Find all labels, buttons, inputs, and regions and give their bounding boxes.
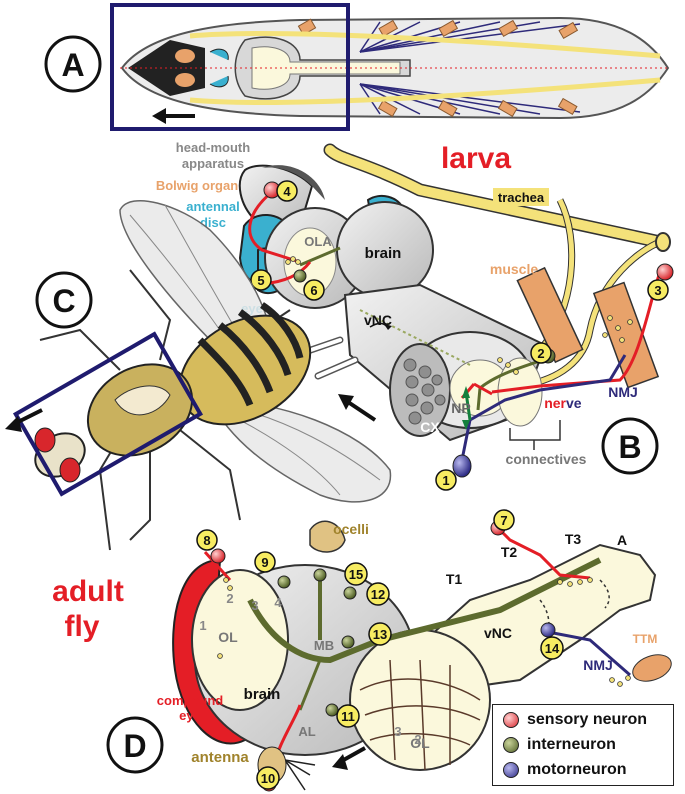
badge-7: 7 — [500, 513, 507, 528]
label-nmj-larva: NMJ — [608, 384, 638, 400]
label-layer-4: 4 — [274, 595, 282, 610]
larva-muscle-2 — [592, 281, 660, 389]
badge-12: 12 — [371, 587, 385, 602]
label-ol-left: OL — [218, 629, 238, 645]
label-trachea: trachea — [498, 190, 545, 205]
larva-muscles — [297, 18, 579, 118]
adult-title-2: fly — [64, 610, 99, 643]
label-apparatus: apparatus — [182, 156, 244, 171]
adult-number-badges: 7 8 9 10 11 12 13 14 15 — [196, 509, 564, 790]
label-ola: OLA — [304, 234, 332, 249]
legend-swatch-sensory — [503, 712, 519, 728]
label-compound-eye: eye — [179, 708, 201, 723]
trachea-label-bg — [493, 188, 549, 206]
label-muscle: muscle — [490, 261, 538, 277]
panel-d-letter: D — [123, 728, 146, 764]
badge-11: 11 — [341, 709, 355, 724]
label-antennal: antennal — [186, 199, 239, 214]
badge-10: 10 — [261, 771, 275, 786]
label-t2: T2 — [501, 544, 518, 560]
larva-number-badges: 1 2 3 4 5 6 — [250, 180, 669, 491]
legend-item-sensory: sensory neuron — [503, 709, 647, 731]
label-nmj-adult: NMJ — [583, 657, 613, 673]
label-layer-1: 1 — [199, 618, 206, 633]
label-vnc-adult: vNC — [484, 625, 512, 641]
label-brain-adult: brain — [244, 686, 281, 703]
panel-a-letter: A — [61, 47, 84, 83]
label-layer-3: 3 — [251, 598, 258, 613]
neuron-type-legend: sensory neuron interneuron motorneuron — [492, 704, 674, 786]
badge-1: 1 — [442, 473, 449, 488]
panel-c-adult-fly: C — [5, 200, 392, 551]
label-mb: MB — [314, 638, 334, 653]
label-t1: T1 — [446, 571, 463, 587]
legend-item-motorneuron: motorneuron — [503, 759, 627, 781]
label-nerve-b: ve — [566, 395, 582, 411]
badge-14: 14 — [545, 641, 560, 656]
badge-8: 8 — [203, 533, 210, 548]
label-brain-larva: brain — [365, 245, 402, 262]
legend-swatch-interneuron — [503, 737, 519, 753]
larva-segment-nerves — [359, 21, 581, 115]
panel-b-letter: B — [618, 429, 641, 465]
label-nerve-a: ner — [544, 395, 566, 411]
label-t3: T3 — [565, 531, 582, 547]
badge-4: 4 — [283, 184, 291, 199]
label-ttm: TTM — [633, 632, 658, 646]
label-ocelli: ocelli — [333, 521, 369, 537]
label-cx: CX — [420, 419, 440, 435]
label-connectives: connectives — [506, 451, 587, 467]
badge-13: 13 — [373, 627, 387, 642]
badge-2: 2 — [537, 346, 544, 361]
label-bolwig-organ: Bolwig organ — [156, 178, 238, 193]
badge-5: 5 — [257, 273, 264, 288]
panel-c-focus-box — [12, 331, 204, 497]
panel-c-letter: C — [52, 283, 75, 319]
label-compound: compound — [157, 693, 223, 708]
panel-d-adult-nervous-system: adult fly — [52, 509, 672, 792]
label-np: NP — [451, 400, 470, 416]
label-a: A — [617, 532, 627, 548]
legend-label-interneuron: interneuron — [527, 736, 616, 753]
label-head-mouth: head-mouth — [176, 140, 250, 155]
badge-15: 15 — [349, 567, 363, 582]
panel-a-focus-box — [110, 3, 350, 131]
label-antenna: antenna — [191, 749, 249, 766]
label-vnc-larva: vNC — [364, 312, 392, 328]
legend-label-sensory: sensory neuron — [527, 711, 648, 728]
panel-a-larva-overview: A — [44, 3, 670, 131]
label-right-layer-3: 3 — [394, 724, 401, 739]
legend-swatch-motorneuron — [503, 762, 519, 778]
larva-muscle-1 — [516, 266, 584, 364]
badge-3: 3 — [654, 283, 661, 298]
label-right-layer-2: 2 — [414, 732, 421, 747]
label-al: AL — [298, 724, 315, 739]
legend-item-interneuron: interneuron — [503, 734, 616, 756]
adult-title-1: adult — [52, 575, 124, 608]
larva-title: larva — [441, 142, 511, 175]
legend-label-motorneuron: motorneuron — [527, 761, 627, 778]
label-ol-right: OL — [410, 735, 430, 751]
badge-6: 6 — [310, 283, 317, 298]
label-layer-2: 2 — [226, 591, 233, 606]
badge-9: 9 — [261, 555, 268, 570]
panel-b-larva-nervous-system: head-mouth apparatus Bolwig organ antenn… — [156, 140, 674, 491]
